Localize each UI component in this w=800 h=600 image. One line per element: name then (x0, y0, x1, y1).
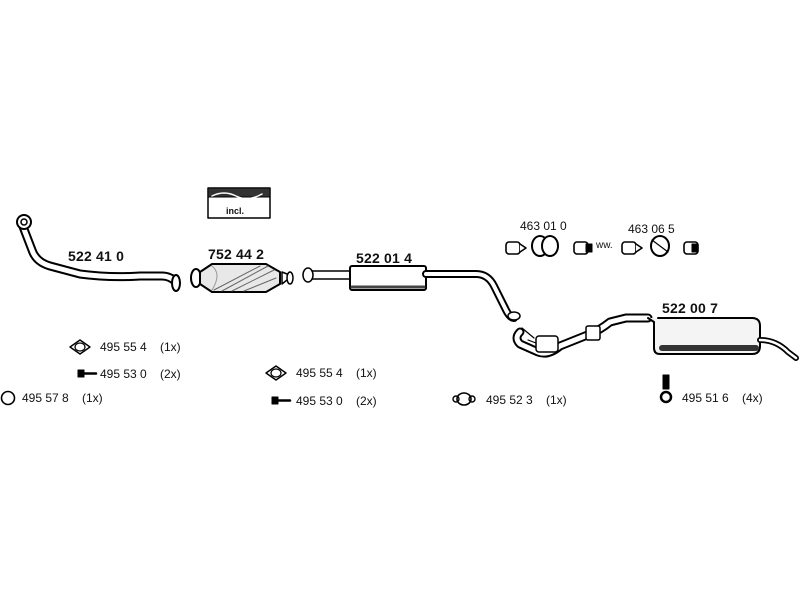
accessory-code: 495 53 0 (296, 394, 343, 408)
accessory-qty: (2x) (356, 394, 377, 408)
gasket-icon-2 (265, 365, 287, 381)
accessory-code: 495 51 6 (682, 391, 729, 405)
catalytic-converter (190, 263, 294, 293)
part-number-middle-silencer: 522 01 4 (356, 250, 413, 266)
accessory-qty: (1x) (546, 393, 567, 407)
accessory-qty: (2x) (160, 367, 181, 381)
clamp-set-left (505, 235, 593, 257)
rear-silencer (512, 313, 799, 361)
gasket-icon-1 (69, 339, 91, 355)
clamp-separator: ww. (596, 240, 613, 251)
front-pipe (16, 214, 181, 292)
accessory-code: 495 52 3 (486, 393, 533, 407)
kit-box-icon (207, 187, 271, 219)
hanger-icon (659, 374, 673, 404)
accessory-code: 495 57 8 (22, 391, 69, 405)
part-number-catalyst: 752 44 2 (208, 246, 265, 262)
accessory-qty: (1x) (356, 366, 377, 380)
incl-label: incl. (226, 206, 245, 216)
part-number-front-pipe: 522 41 0 (68, 248, 125, 264)
part-number-clamp-b: 463 06 5 (628, 222, 675, 236)
bolt-icon-2 (271, 396, 292, 405)
part-number-rear-silencer: 522 00 7 (662, 300, 719, 316)
accessory-qty: (1x) (82, 391, 103, 405)
accessory-qty: (4x) (742, 391, 763, 405)
bolt-icon-1 (77, 369, 98, 378)
accessory-code: 495 53 0 (100, 367, 147, 381)
accessory-qty: (1x) (160, 340, 181, 354)
ring-icon (0, 390, 16, 406)
part-number-clamp-a: 463 01 0 (520, 219, 567, 233)
accessory-code: 495 55 4 (100, 340, 147, 354)
middle-silencer (302, 265, 521, 322)
flange-gasket-icon (452, 392, 476, 406)
clamp-set-right (621, 235, 699, 257)
accessory-code: 495 55 4 (296, 366, 343, 380)
